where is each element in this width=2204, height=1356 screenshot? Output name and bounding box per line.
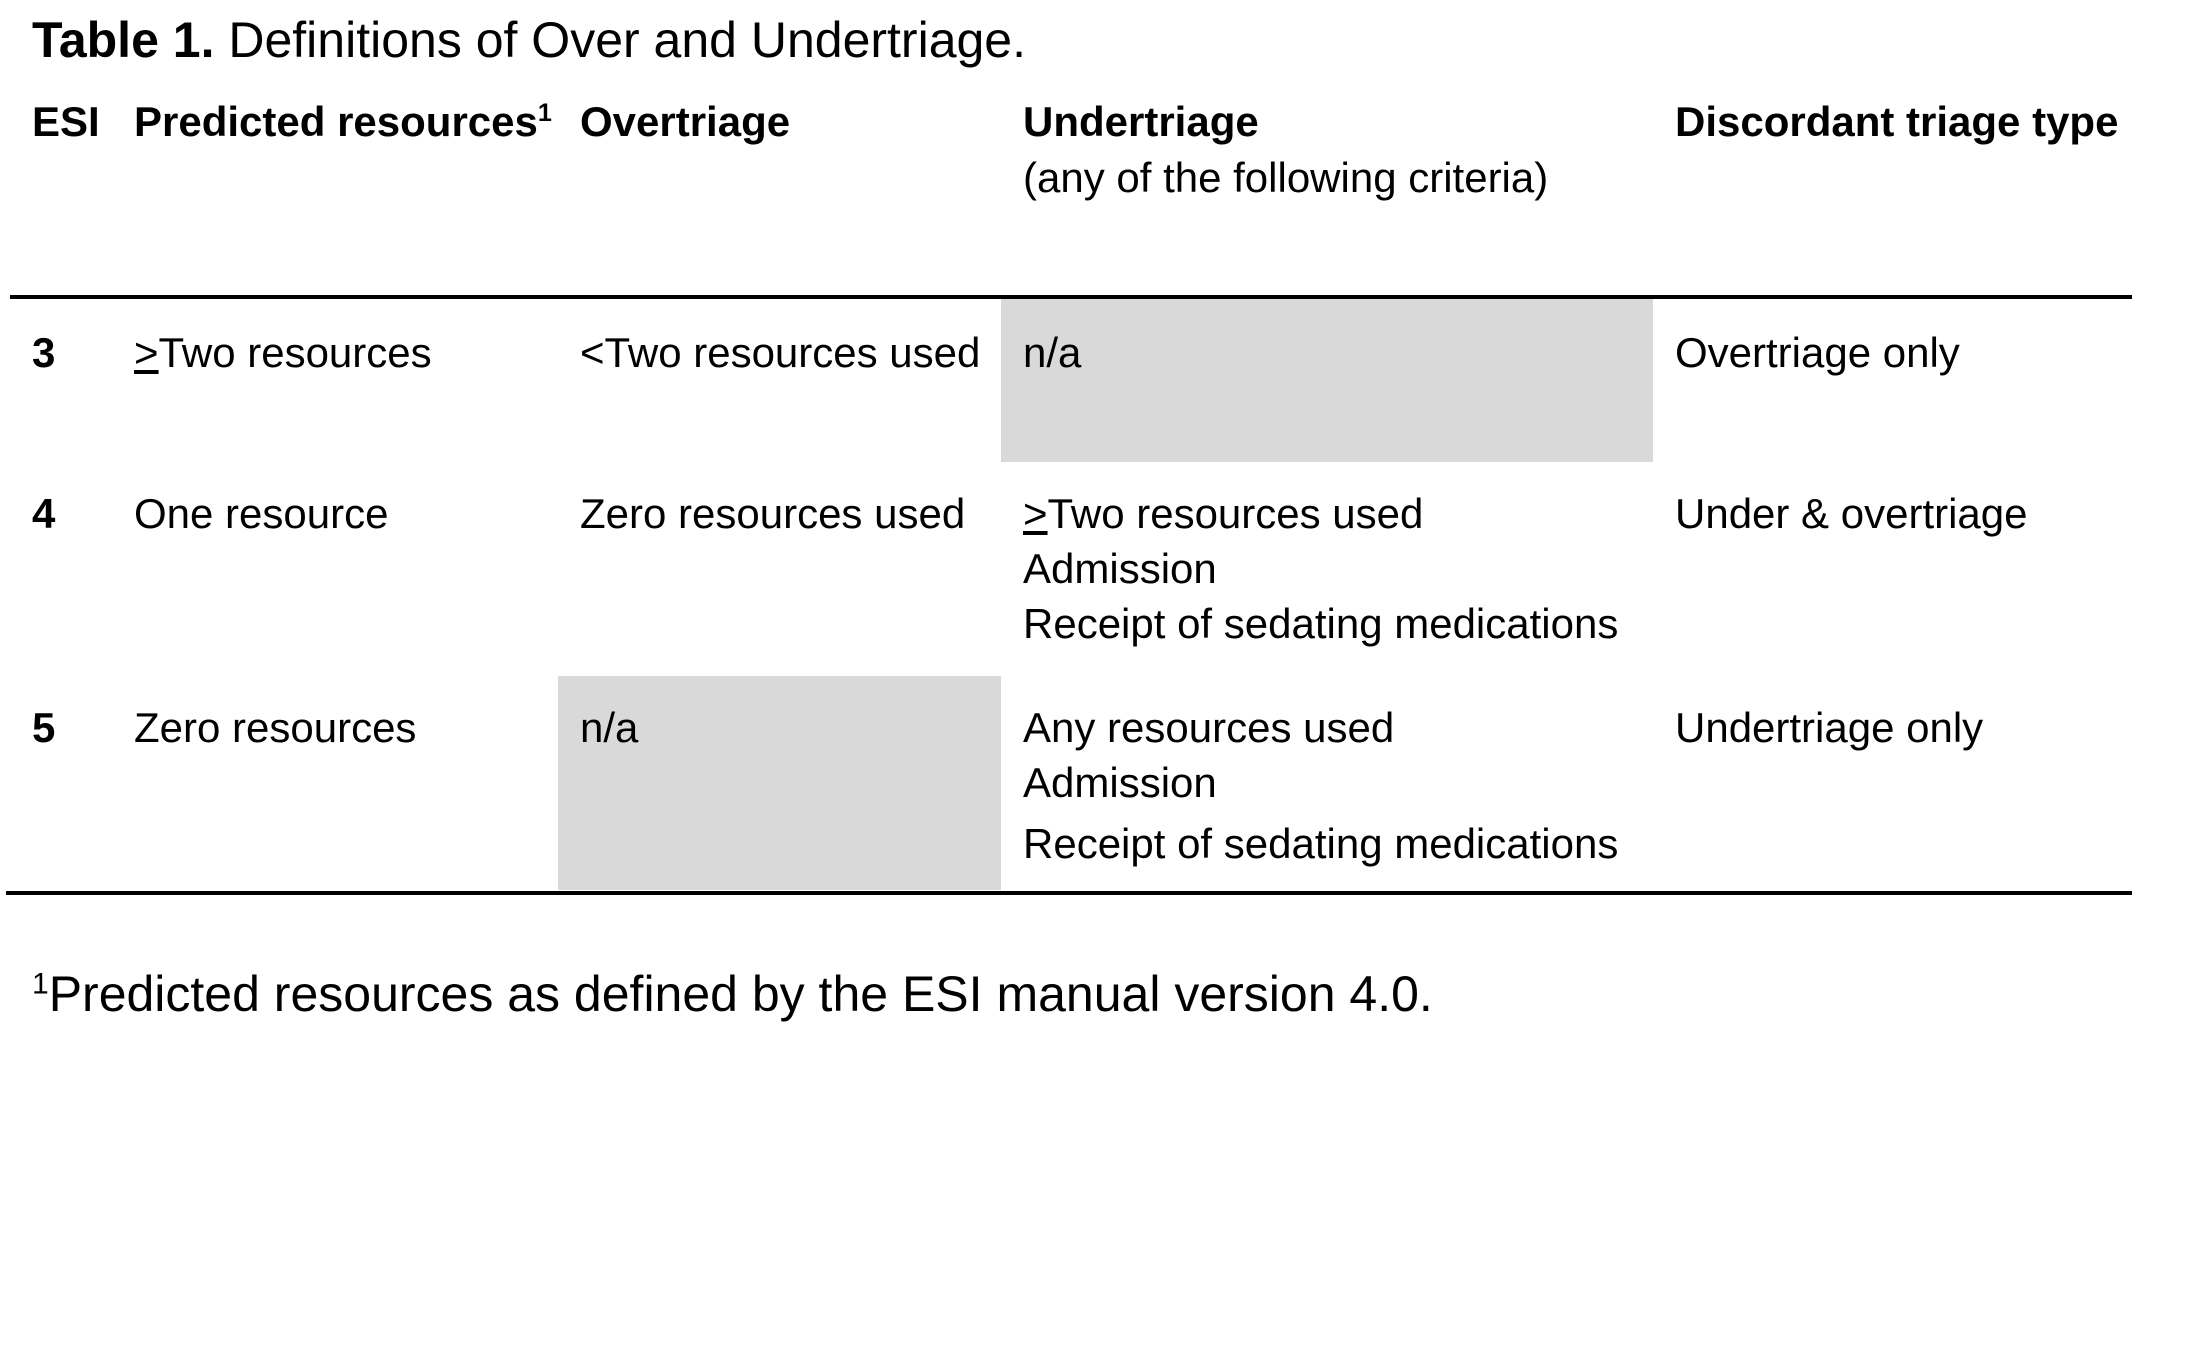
row-esi4-undertriage-line: Receipt of sedating medications bbox=[1023, 600, 1619, 647]
table-caption: Table 1. Definitions of Over and Undertr… bbox=[32, 8, 1026, 72]
row-esi5-esi: 5 bbox=[32, 704, 56, 751]
greater-equal-symbol: > bbox=[134, 329, 159, 376]
header-discordant-triage-type: Discordant triage type bbox=[1675, 98, 2119, 145]
row-esi3-predicted: >Two resources bbox=[134, 329, 432, 376]
row-esi5-undertriage-line: Receipt of sedating medications bbox=[1023, 820, 1619, 867]
row-esi3-undertriage: n/a bbox=[1023, 329, 1082, 376]
row-esi3-discordant: Overtriage only bbox=[1675, 329, 1960, 376]
row-esi3-esi: 3 bbox=[32, 329, 56, 376]
header-undertriage: Undertriage (any of the following criter… bbox=[1023, 94, 1548, 206]
table-top-rule bbox=[10, 295, 2132, 299]
table-footnote: 1Predicted resources as defined by the E… bbox=[32, 962, 1433, 1026]
row-esi5-undertriage: Any resources used Admission Receipt of … bbox=[1023, 700, 1618, 871]
shaded-cell-esi3-undertriage bbox=[1001, 298, 1653, 462]
shaded-cell-esi5-overtriage bbox=[558, 676, 1001, 890]
row-esi5-undertriage-line: Any resources used bbox=[1023, 704, 1395, 751]
row-esi5-overtriage: n/a bbox=[580, 704, 639, 751]
table-label: Table 1. bbox=[32, 12, 215, 68]
row-esi4-discordant: Under & overtriage bbox=[1675, 490, 2028, 537]
greater-equal-symbol: > bbox=[1023, 490, 1048, 537]
header-overtriage: Overtriage bbox=[580, 98, 791, 145]
footnote-marker: 1 bbox=[32, 967, 49, 1001]
row-esi4-esi: 4 bbox=[32, 490, 56, 537]
row-esi5-undertriage-line: Admission bbox=[1023, 759, 1217, 806]
footnote-text: Predicted resources as defined by the ES… bbox=[48, 966, 1433, 1022]
header-esi: ESI bbox=[32, 98, 100, 145]
header-undertriage-label: Undertriage bbox=[1023, 98, 1259, 145]
row-esi5-predicted: Zero resources bbox=[134, 704, 417, 751]
row-esi5-discordant: Undertriage only bbox=[1675, 704, 1984, 751]
row-esi3-overtriage: <Two resources used bbox=[580, 329, 981, 376]
table-bottom-rule bbox=[6, 891, 2132, 895]
header-predicted-resources: Predicted resources1 bbox=[134, 98, 552, 145]
row-esi4-undertriage: >Two resources used Admission Receipt of… bbox=[1023, 486, 1618, 651]
table-title: Definitions of Over and Undertriage. bbox=[214, 12, 1027, 68]
row-esi4-predicted: One resource bbox=[134, 490, 389, 537]
row-esi4-undertriage-line: >Two resources used bbox=[1023, 490, 1424, 537]
header-undertriage-subtitle: (any of the following criteria) bbox=[1023, 154, 1549, 201]
row-esi4-undertriage-line: Admission bbox=[1023, 545, 1217, 592]
row-esi4-overtriage: Zero resources used bbox=[580, 490, 966, 537]
header-predicted-footnote-marker: 1 bbox=[537, 99, 552, 127]
